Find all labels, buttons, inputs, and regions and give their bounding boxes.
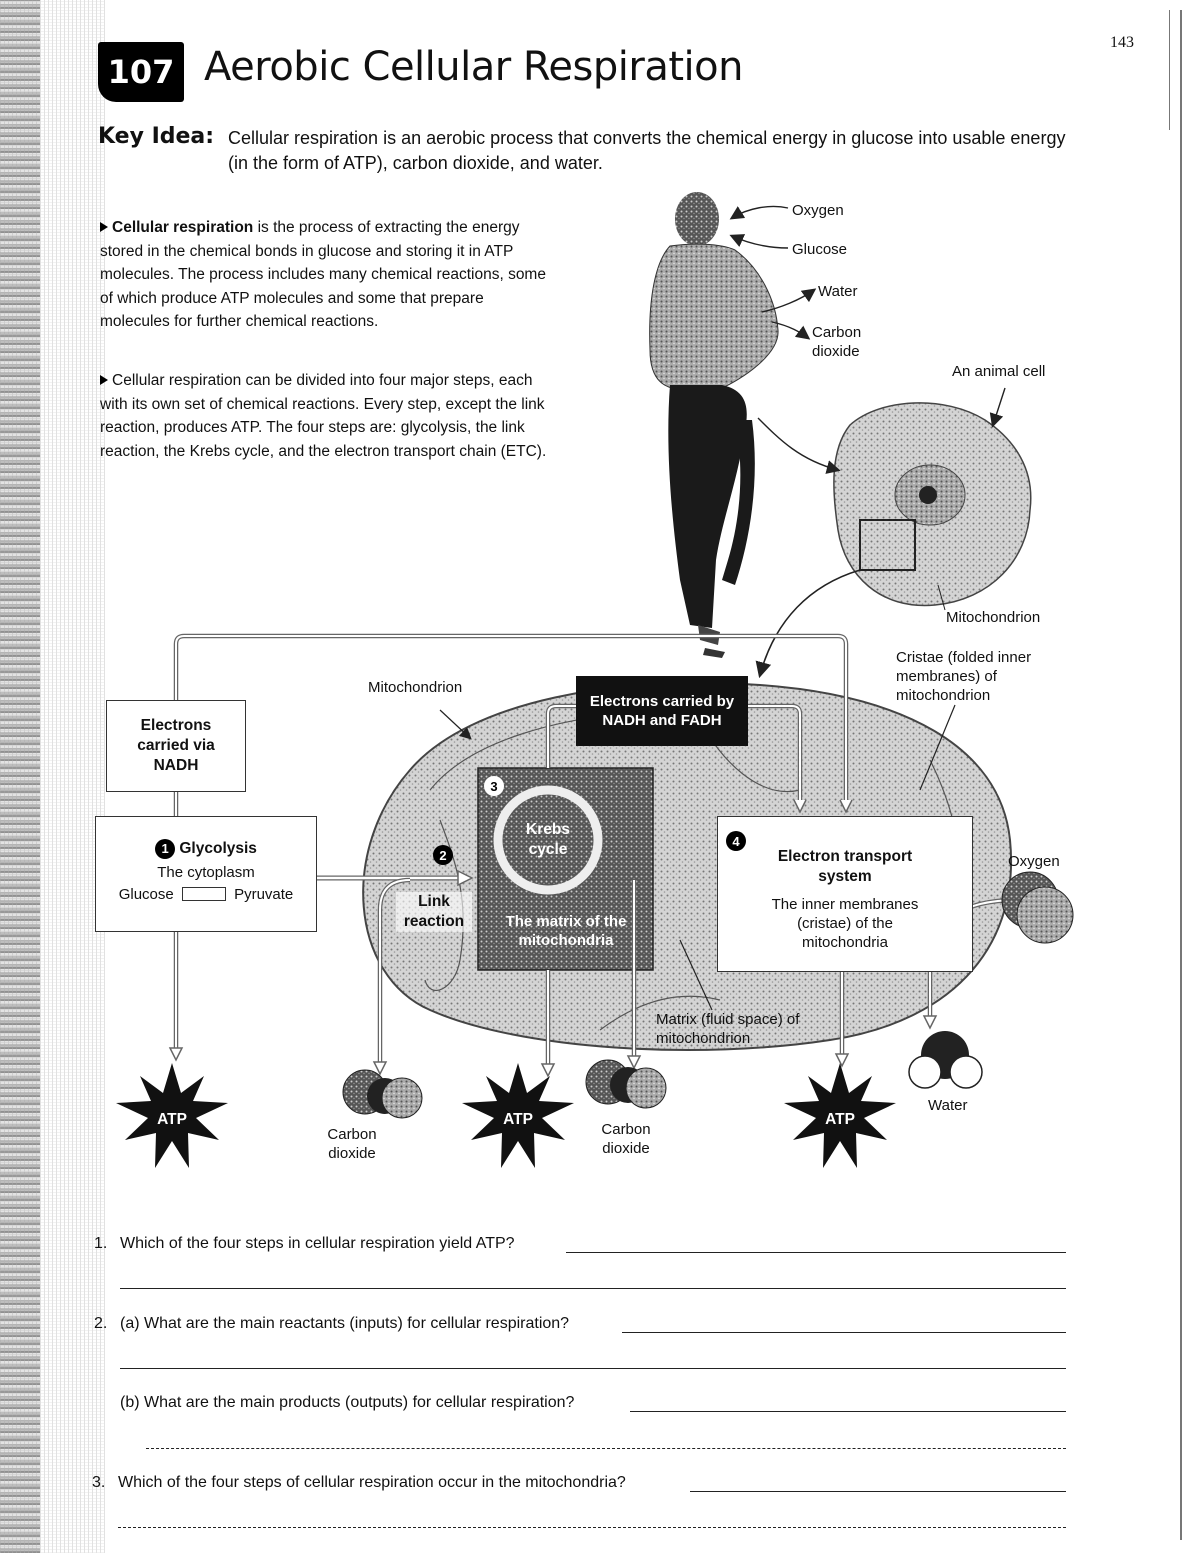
electrons-nadh-text: Electrons carried via NADH	[137, 717, 215, 774]
bullet-arrow-icon	[100, 375, 108, 385]
glycolysis-heading: 1 Glycolysis	[96, 839, 316, 859]
atp-starburst-1	[116, 1063, 228, 1168]
question-1-number: 1.	[94, 1235, 108, 1252]
label-mitochondrion-small: Mitochondrion	[946, 609, 1041, 626]
label-glucose-in: Glucose	[792, 241, 848, 258]
binder-edge	[1180, 10, 1182, 1540]
binder-edge-inner	[1169, 10, 1170, 130]
question-2a-text: (a) What are the main reactants (inputs)…	[120, 1315, 570, 1332]
answer-line-2b-2[interactable]	[146, 1448, 1066, 1449]
co2-molecule-2	[585, 1059, 667, 1109]
glycolysis-product: Pyruvate	[234, 886, 294, 904]
question-1-text: Which of the four steps in cellular resp…	[120, 1235, 515, 1252]
step-4-badge-wrap: 4	[726, 831, 746, 851]
step-4-badge: 4	[726, 831, 746, 851]
step-3-badge: 3	[484, 776, 504, 796]
krebs-location: The matrix of the mitochondria	[505, 913, 627, 949]
label-oxygen: Oxygen	[1008, 853, 1060, 870]
hollow-arrow-icon	[181, 887, 226, 902]
label-co2-out: Carbon dioxide	[812, 324, 862, 360]
cell-to-mito-arrow	[755, 569, 861, 679]
cristae-pointer	[919, 704, 956, 791]
bullet-arrow-icon	[100, 222, 108, 232]
water-out-arrow	[761, 288, 817, 313]
label-co2-1: Carbon dioxide	[327, 1126, 377, 1162]
step-1-badge: 1	[155, 839, 176, 859]
atp-label-2: ATP	[503, 1111, 533, 1128]
label-water: Water	[928, 1097, 968, 1114]
glycolysis-title: Glycolysis	[179, 840, 257, 858]
glycolysis-box: 1 Glycolysis The cytoplasm Glucose Pyruv…	[95, 816, 317, 932]
answer-line-1b[interactable]	[120, 1288, 1066, 1289]
answer-line-1a[interactable]	[566, 1252, 1066, 1253]
person-to-cell-arrow	[757, 417, 841, 474]
step-3-badge-wrap: 3	[484, 776, 504, 796]
atp-starburst-2	[462, 1063, 574, 1168]
question-2-number: 2.	[94, 1315, 108, 1332]
chapter-number-badge: 107	[98, 42, 184, 102]
atp-label-1: ATP	[157, 1111, 187, 1128]
electrons-nadh-box: Electrons carried via NADH	[106, 700, 246, 792]
mitochondrion-label-pointer	[439, 709, 472, 740]
ets-box: 4 Electron transport system The inner me…	[717, 816, 973, 972]
glucose-in-arrow	[729, 234, 789, 249]
page-number: 143	[1110, 34, 1134, 51]
water-molecule	[908, 1031, 983, 1089]
cell-pointer-arrow	[989, 387, 1006, 428]
bullet-1-term: Cellular respiration	[112, 219, 254, 236]
runner-figure	[649, 192, 779, 658]
glycolysis-location: The cytoplasm	[157, 864, 255, 882]
bullet-2-text: Cellular respiration can be divided into…	[100, 372, 547, 460]
atp-starburst-3	[784, 1063, 896, 1168]
page-title: Aerobic Cellular Respiration	[204, 44, 743, 90]
label-mitochondrion: Mitochondrion	[368, 679, 463, 696]
krebs-cycle-label: Krebs cycle	[526, 821, 570, 858]
krebs-cycle-ring	[493, 785, 603, 895]
ets-location: The inner membranes (cristae) of the mit…	[771, 896, 919, 951]
matrix-pointer	[679, 939, 713, 1011]
label-oxygen-in: Oxygen	[792, 202, 844, 219]
co2-out-arrow	[771, 321, 811, 340]
answer-line-2a-2[interactable]	[120, 1368, 1066, 1369]
answer-line-2a-1[interactable]	[622, 1332, 1066, 1333]
atp-label-3: ATP	[825, 1111, 855, 1128]
oxygen-molecule	[1001, 871, 1074, 944]
label-animal-cell: An animal cell	[952, 363, 1046, 380]
bullet-2: Cellular respiration can be divided into…	[100, 369, 550, 463]
link-reaction-label: Link reaction	[396, 892, 472, 932]
step-2-badge: 2	[433, 845, 453, 865]
mitochondrion-pointer	[937, 584, 946, 611]
co2-molecule-1	[342, 1069, 423, 1119]
glycolysis-reactant: Glucose	[118, 886, 174, 904]
step-2-badge-wrap: 2	[433, 845, 453, 865]
ets-title: Electron transport system	[777, 848, 913, 885]
nadh-fadh-text: Electrons carried by NADH and FADH	[589, 693, 735, 729]
key-idea-text: Cellular respiration is an aerobic proce…	[228, 128, 1066, 173]
question-2b-text: (b) What are the main products (outputs)…	[120, 1394, 575, 1411]
answer-line-3a[interactable]	[690, 1491, 1066, 1492]
label-matrix: Matrix (fluid space) of mitochondrion	[656, 1011, 800, 1047]
question-3-text: Which of the four steps of cellular resp…	[118, 1474, 626, 1491]
scan-edge-grain	[0, 0, 105, 1553]
question-3-number: 3.	[92, 1474, 106, 1491]
bullet-1-text: is the process of extracting the energy …	[100, 219, 546, 330]
animal-cell	[833, 402, 1032, 607]
glycolysis-equation: Glucose Pyruvate	[96, 885, 316, 904]
key-idea-label: Key Idea:	[98, 124, 215, 149]
label-water-out: Water	[818, 283, 858, 300]
answer-line-2b-1[interactable]	[630, 1411, 1066, 1412]
nadh-fadh-box: Electrons carried by NADH and FADH	[576, 676, 748, 746]
answer-line-3b[interactable]	[118, 1527, 1066, 1528]
label-co2-2: Carbon dioxide	[601, 1121, 651, 1157]
scan-edge-shadow	[0, 0, 40, 1553]
label-cristae: Cristae (folded inner membranes) of mito…	[896, 649, 1032, 704]
oxygen-in-arrow	[729, 205, 789, 220]
bullet-1: Cellular respiration is the process of e…	[100, 216, 550, 334]
